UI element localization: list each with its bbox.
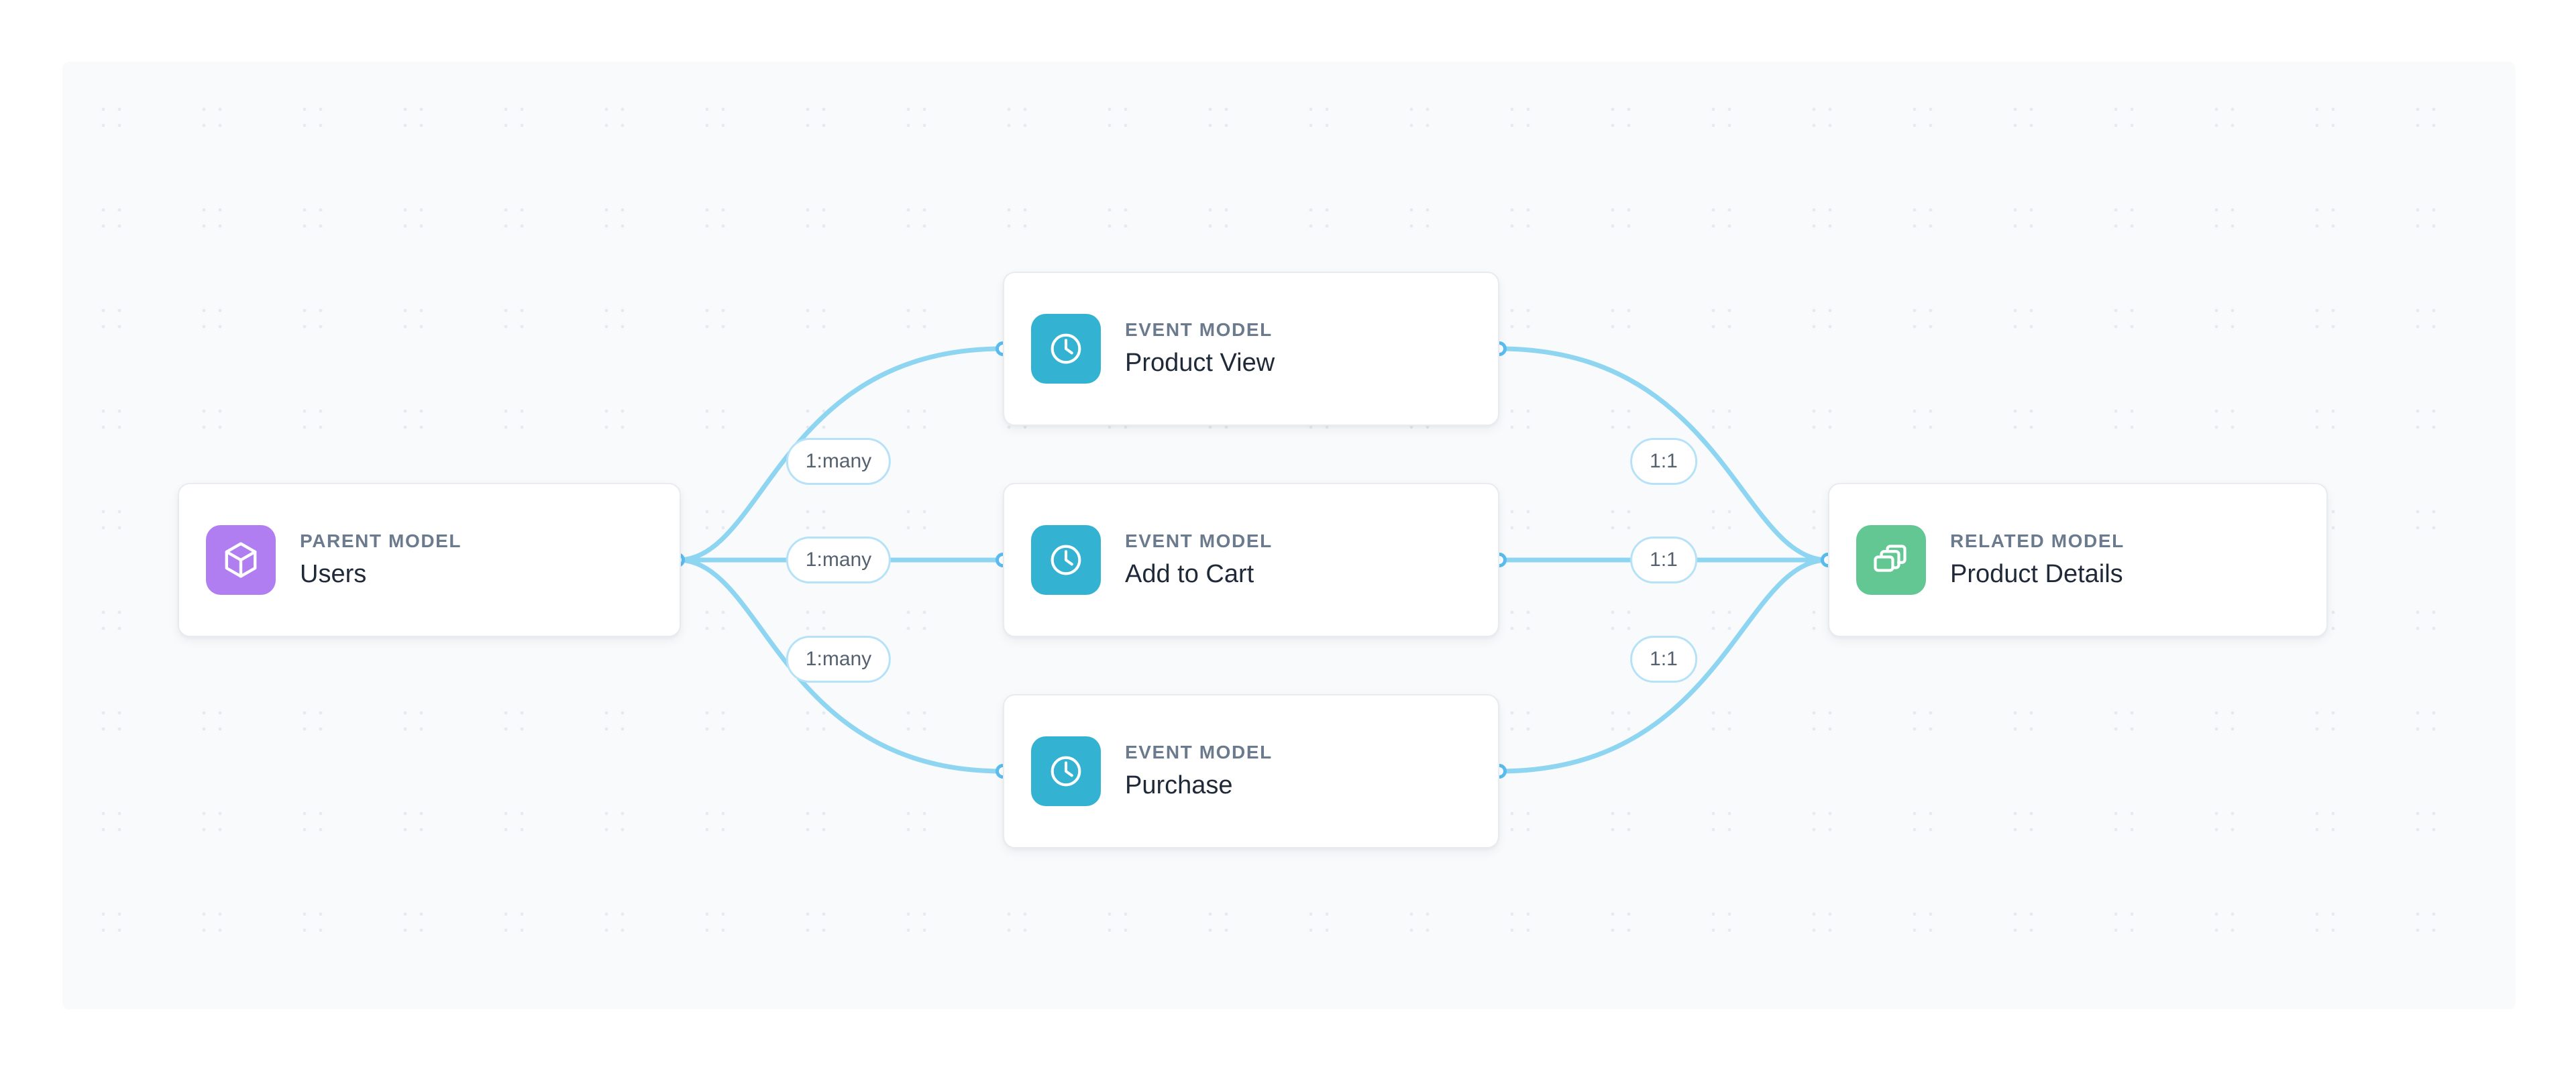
edge-label-product-view-details[interactable]: 1:1	[1630, 438, 1697, 485]
node-event-model-purchase[interactable]: EVENT MODEL Purchase	[1003, 694, 1499, 848]
clock-icon	[1031, 736, 1101, 806]
edge-label-users-product-view[interactable]: 1:many	[786, 438, 892, 485]
node-event-2-text: EVENT MODEL Purchase	[1125, 742, 1273, 800]
node-related-title: Product Details	[1950, 559, 2123, 588]
node-related-model[interactable]: RELATED MODEL Product Details	[1828, 483, 2328, 637]
node-event-1-kind: EVENT MODEL	[1125, 530, 1273, 551]
node-event-2-title: Purchase	[1125, 771, 1233, 799]
node-parent-text: PARENT MODEL Users	[300, 530, 462, 589]
node-event-0-text: EVENT MODEL Product View	[1125, 319, 1275, 378]
node-related-text: RELATED MODEL Product Details	[1950, 530, 2125, 589]
node-event-0-title: Product View	[1125, 348, 1275, 377]
edge-label-add-to-cart-details[interactable]: 1:1	[1630, 537, 1697, 583]
node-event-model-add-to-cart[interactable]: EVENT MODEL Add to Cart	[1003, 483, 1499, 637]
node-event-1-text: EVENT MODEL Add to Cart	[1125, 530, 1273, 589]
edge-label-users-purchase[interactable]: 1:many	[786, 636, 892, 683]
node-event-0-kind: EVENT MODEL	[1125, 319, 1273, 340]
node-parent-kind: PARENT MODEL	[300, 530, 462, 551]
clock-icon	[1031, 525, 1101, 595]
layers-icon	[1856, 525, 1926, 595]
node-event-2-kind: EVENT MODEL	[1125, 741, 1273, 763]
node-parent-title: Users	[300, 559, 367, 588]
clock-icon	[1031, 314, 1101, 384]
node-parent-model[interactable]: PARENT MODEL Users	[178, 483, 681, 637]
cube-icon	[206, 525, 276, 595]
node-event-1-title: Add to Cart	[1125, 559, 1254, 588]
edge-label-users-add-to-cart[interactable]: 1:many	[786, 537, 892, 583]
node-event-model-product-view[interactable]: EVENT MODEL Product View	[1003, 272, 1499, 426]
edge-label-purchase-details[interactable]: 1:1	[1630, 636, 1697, 683]
node-related-kind: RELATED MODEL	[1950, 530, 2125, 551]
